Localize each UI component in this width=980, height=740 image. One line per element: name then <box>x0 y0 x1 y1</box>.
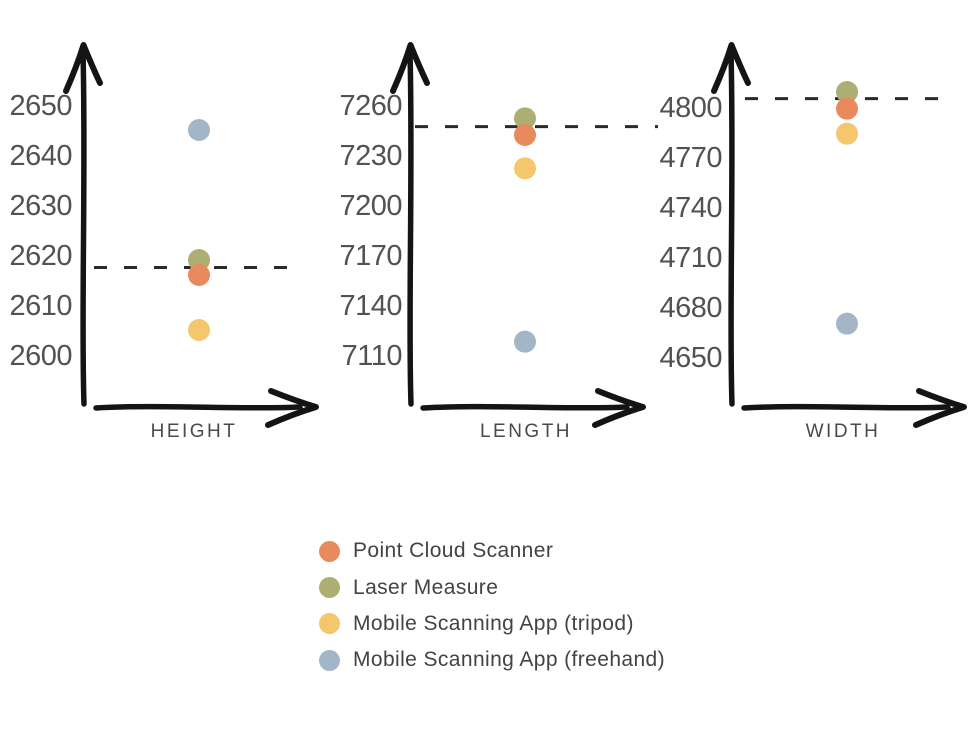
y-axis-arrowhead <box>711 42 751 94</box>
y-axis-arrowhead <box>63 42 103 94</box>
legend-item-laser-measure: Laser Measure <box>319 569 665 605</box>
data-point-laser-measure <box>514 107 536 130</box>
y-tick-label: 4800 <box>659 92 722 124</box>
data-point-mobile-scanning-app-tripod <box>188 319 210 341</box>
y-tick-label: 4650 <box>659 342 722 374</box>
legend-item-mobile-freehand: Mobile Scanning App (freehand) <box>319 642 665 678</box>
y-tick-label: 7200 <box>339 190 402 222</box>
data-point-mobile-scanning-app-freehand <box>514 330 536 353</box>
x-axis-arrowhead <box>592 388 646 428</box>
y-tick-label: 7110 <box>342 340 402 372</box>
y-tick-label: 2640 <box>9 140 72 172</box>
legend-item-point-cloud-scanner: Point Cloud Scanner <box>319 533 665 569</box>
y-tick-label: 7140 <box>339 290 402 322</box>
data-point-mobile-scanning-app-tripod <box>514 157 536 180</box>
x-axis-arrowhead <box>913 388 967 428</box>
y-tick-label: 2650 <box>9 90 72 122</box>
y-tick-label: 4680 <box>659 292 722 324</box>
x-axis <box>420 403 630 411</box>
legend-label: Laser Measure <box>353 575 499 599</box>
y-tick-label: 2610 <box>9 290 72 322</box>
y-tick-label: 4770 <box>659 142 722 174</box>
x-axis <box>741 403 951 411</box>
y-tick-label: 2630 <box>9 190 72 222</box>
y-tick-label: 7230 <box>339 140 402 172</box>
data-point-mobile-scanning-app-tripod <box>836 122 858 145</box>
y-axis-arrowhead <box>390 42 430 94</box>
x-axis-title: WIDTH <box>806 421 881 442</box>
plot-area: 2600 2610 2620 2630 2640 2650 <box>9 90 291 372</box>
plot-area: 7110 7140 7170 7200 7230 7260 <box>339 90 658 372</box>
y-tick-label: 7170 <box>339 240 402 272</box>
y-axis <box>728 49 735 407</box>
legend: Point Cloud Scanner Laser Measure Mobile… <box>319 533 665 679</box>
legend-swatch-laser-measure <box>319 577 340 599</box>
y-tick-label: 7260 <box>339 90 402 122</box>
chart-length: 7110 7140 7170 7200 7230 7260 LENGTH <box>339 42 658 442</box>
data-point-mobile-scanning-app-freehand <box>836 312 858 335</box>
data-point-point-cloud-scanner <box>836 97 858 120</box>
legend-item-mobile-tripod: Mobile Scanning App (tripod) <box>319 606 665 642</box>
y-axis <box>80 49 87 407</box>
x-axis-arrowhead <box>265 388 319 428</box>
y-tick-label: 2600 <box>9 340 72 372</box>
data-point-laser-measure <box>836 81 858 103</box>
legend-label: Point Cloud Scanner <box>353 539 554 563</box>
y-tick-label: 2620 <box>9 240 72 272</box>
plot-area: 4650 4680 4710 4740 4770 4800 <box>659 81 942 374</box>
chart-height: 2600 2610 2620 2630 2640 2650 HEIGHT <box>9 42 319 442</box>
data-point-point-cloud-scanner <box>188 264 210 286</box>
data-point-mobile-scanning-app-freehand <box>188 119 210 141</box>
legend-swatch-mobile-freehand <box>319 649 340 671</box>
y-axis <box>407 49 414 407</box>
data-point-point-cloud-scanner <box>514 124 536 146</box>
legend-label: Mobile Scanning App (tripod) <box>353 611 634 635</box>
y-tick-label: 4740 <box>659 192 722 224</box>
chart-width: 4650 4680 4710 4740 4770 4800 WIDTH <box>659 42 967 442</box>
x-axis-title: HEIGHT <box>151 421 238 442</box>
x-axis <box>93 403 303 411</box>
y-tick-label: 4710 <box>659 242 722 274</box>
legend-swatch-point-cloud-scanner <box>319 540 340 562</box>
legend-swatch-mobile-tripod <box>319 613 340 635</box>
legend-label: Mobile Scanning App (freehand) <box>353 648 666 672</box>
x-axis-title: LENGTH <box>480 421 572 442</box>
